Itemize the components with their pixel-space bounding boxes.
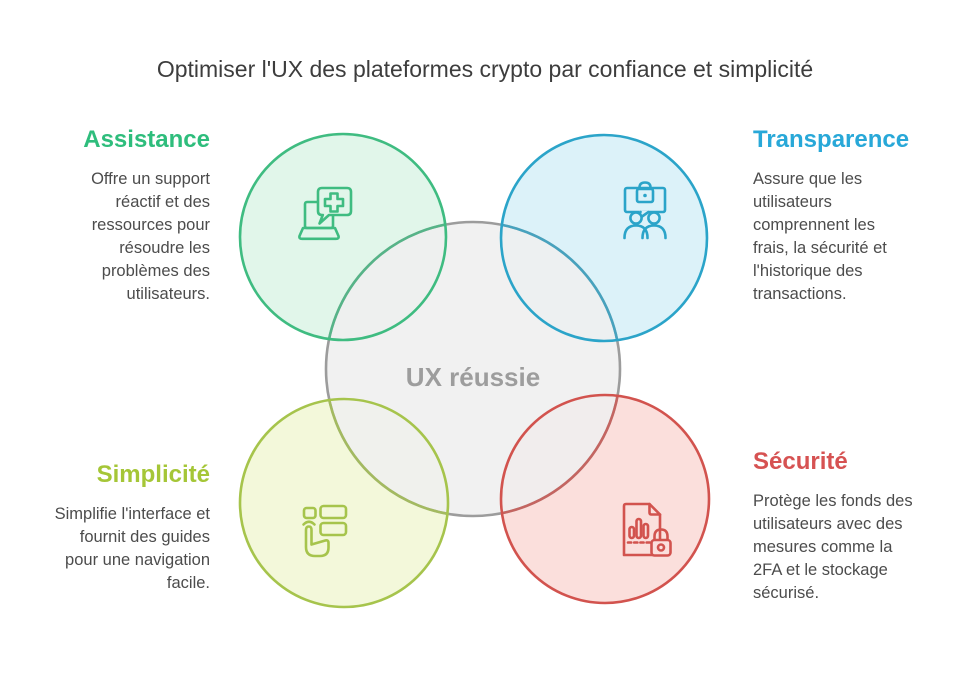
section-transparence: Transparence Assure que les utilisateurs… (753, 126, 913, 306)
section-simplicite: Simplicité Simplifie l'interface et four… (44, 461, 210, 595)
section-simplicite-title: Simplicité (96, 461, 210, 488)
laptop-support-chat-icon (298, 186, 353, 241)
lock-dot (643, 193, 647, 198)
touch-arc (302, 520, 316, 526)
chart-bar-2 (635, 517, 643, 540)
list-item-row2 (319, 521, 348, 537)
section-securite: Sécurité Protège les fonds des utilisate… (753, 448, 921, 605)
secure-report-document-icon (622, 502, 672, 557)
section-transparence-description: Assure que les utilisateurs comprennent … (753, 170, 887, 304)
simplicite-circle-outline (238, 397, 450, 609)
chart-bar-1 (628, 525, 636, 540)
medical-cross (323, 192, 345, 213)
user-left-head (629, 211, 643, 225)
section-assistance: Assistance Offre un support réactif et d… (58, 126, 210, 306)
pointing-hand (304, 525, 330, 558)
assistance-circle-outline (238, 132, 448, 342)
chart-bar-3 (642, 522, 650, 540)
section-simplicite-description: Simplifie l'interface et fournit des gui… (54, 505, 210, 593)
lock-shackle (653, 528, 669, 542)
chat-bubble (316, 186, 353, 225)
section-assistance-title: Assistance (83, 126, 210, 153)
laptop-base (298, 226, 340, 241)
section-transparence-title: Transparence (753, 126, 910, 153)
center-label: UX réussie (405, 362, 541, 392)
section-securite-description: Protège les fonds des utilisateurs avec … (753, 492, 913, 603)
center-circle (324, 220, 622, 518)
section-assistance-description: Offre un support réactif et des ressourc… (91, 170, 210, 304)
list-item-small (302, 506, 317, 520)
document-outline (622, 502, 662, 557)
lock-shackle (638, 181, 652, 191)
transparence-circle-outline (499, 133, 709, 343)
user-right-body (641, 224, 667, 240)
user-left-body (623, 224, 649, 240)
user-right-head (647, 211, 661, 225)
document-fold (648, 502, 662, 516)
list-item-row1 (319, 504, 348, 520)
section-securite-title: Sécurité (753, 448, 848, 475)
page-title: Optimiser l'UX des plateformes crypto pa… (156, 56, 814, 82)
lock-body (650, 538, 672, 557)
securite-circle-outline (499, 393, 711, 605)
lock-keyhole (656, 543, 666, 552)
hand-select-list-icon (302, 504, 348, 558)
secure-conversation-users-icon (623, 181, 667, 240)
